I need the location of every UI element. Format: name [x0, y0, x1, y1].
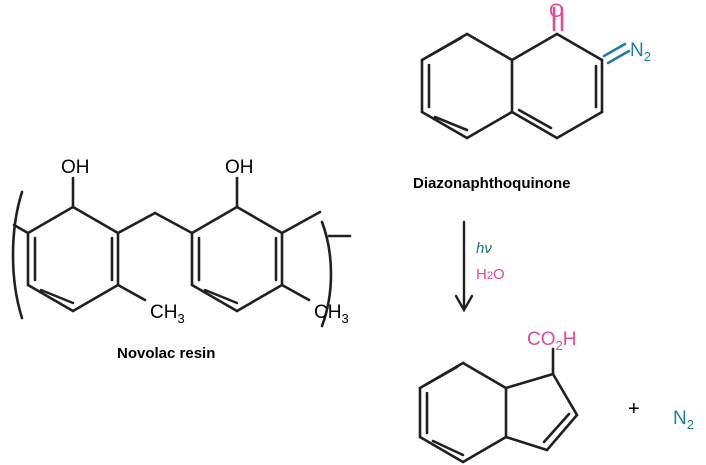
- diazo-double-bond-a: [602, 42, 627, 58]
- water-o: O: [492, 266, 505, 283]
- methylene-bond-1: [116, 211, 157, 235]
- water-h: H: [476, 266, 487, 283]
- label-dnq-oxygen: O: [549, 1, 564, 22]
- dnq-caption: Diazonaphthoquinone: [413, 175, 571, 192]
- methylene-bond-2: [153, 211, 194, 235]
- left-ch3-bond: [116, 283, 147, 302]
- left-bracket: [11, 190, 24, 320]
- plus-sign: +: [628, 398, 640, 420]
- right-bracket: [320, 220, 333, 328]
- label-co2h: CO2H: [527, 329, 576, 353]
- label-n2-byproduct: N2: [673, 408, 694, 432]
- condition-water: H2O: [476, 266, 505, 283]
- diazo-double-bond-b: [606, 49, 631, 65]
- water-2: 2: [486, 270, 493, 282]
- right-chain-bond: [280, 210, 322, 235]
- novolac-caption: Novolac resin: [117, 345, 216, 362]
- right-ch3-bond: [280, 283, 311, 302]
- label-oh-right: OH: [225, 157, 254, 178]
- condition-light: hν: [476, 240, 492, 257]
- label-oh-left: OH: [61, 157, 90, 178]
